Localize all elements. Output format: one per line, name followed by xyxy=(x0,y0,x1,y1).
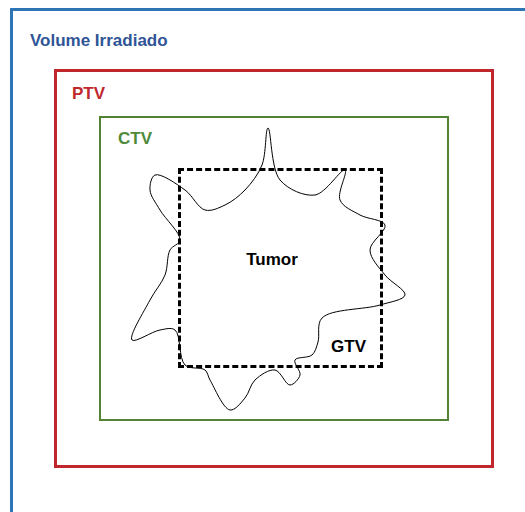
volume-title: Volume Irradiado xyxy=(30,31,168,51)
volume-label: CTV xyxy=(118,129,152,149)
volume-label: GTV xyxy=(331,337,366,357)
tumor-contour xyxy=(131,128,405,410)
irradiated-volume-box: Volume IrradiadoPTV CTV TumorGTV xyxy=(10,8,525,512)
ptv-box: PTV CTV TumorGTV xyxy=(54,69,494,468)
ctv-box: CTV TumorGTV xyxy=(99,116,449,421)
volume-label: Tumor xyxy=(246,250,298,270)
volume-label: PTV xyxy=(72,84,105,104)
